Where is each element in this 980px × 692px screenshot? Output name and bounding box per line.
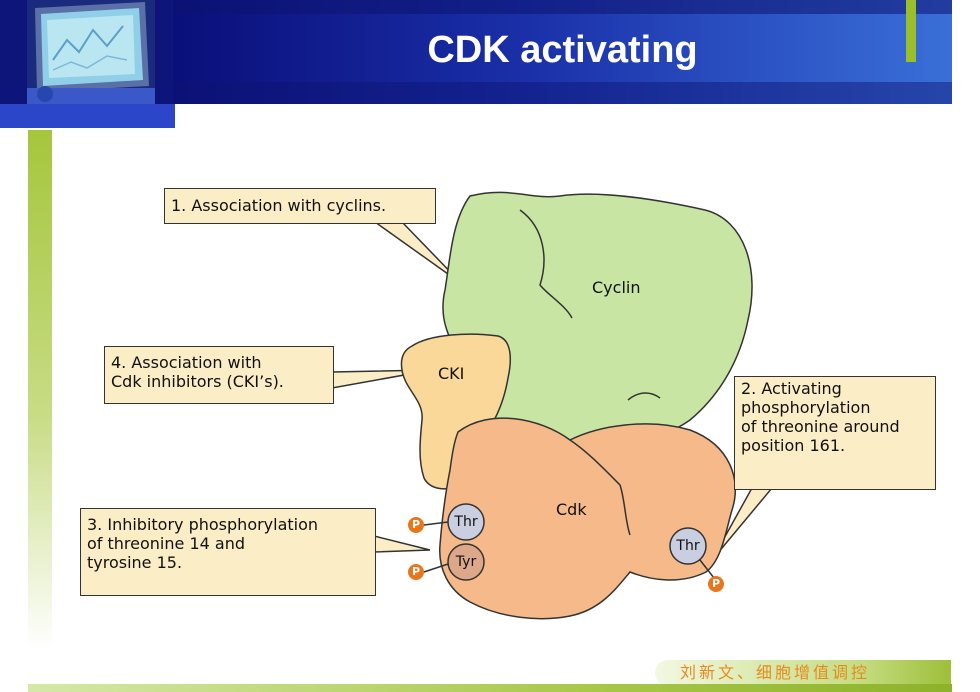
cdk-label: Cdk <box>556 500 587 519</box>
phosphate-tyr-left: P <box>408 564 424 580</box>
callout-activating-line-3: of threonine around <box>741 417 900 436</box>
computer-monitor-logo-icon <box>27 0 155 104</box>
cyclin-fold-line <box>519 209 573 319</box>
cyclin-notch <box>627 392 661 401</box>
callout-cki-line-1: 4. Association with <box>111 353 262 372</box>
pointer-inhibitory <box>373 535 431 553</box>
callout-cki-association: 4. Association with Cdk inhibitors (CKI’… <box>104 346 334 404</box>
callout-inhibitory-phosphorylation: 3. Inhibitory phosphorylation of threoni… <box>80 508 376 596</box>
cdk-shape <box>439 417 736 620</box>
callout-inhibitory-line-2: of threonine 14 and <box>87 534 245 553</box>
callout-cki-line-2: Cdk inhibitors (CKI’s). <box>111 372 284 391</box>
callout-activating-line-1: 2. Activating <box>741 379 842 398</box>
cdk-fold-line <box>569 439 631 536</box>
header-bar <box>173 0 952 104</box>
left-green-stripe <box>28 130 52 650</box>
footer-author-text: 刘新文、细胞增值调控 <box>680 663 871 682</box>
cki-label: CKI <box>438 364 465 383</box>
thr-site-right <box>669 527 707 565</box>
bond-thr-left <box>423 521 449 526</box>
callout-inhibitory-line-3: tyrosine 15. <box>87 553 183 572</box>
callout-inhibitory-line-1: 3. Inhibitory phosphorylation <box>87 515 319 534</box>
thr-site-left-label: Thr <box>454 514 478 530</box>
bond-thr-right <box>699 559 715 579</box>
callout-activating-line-2: phosphorylation <box>741 398 871 417</box>
thr-site-right-label: Thr <box>676 538 700 554</box>
tyr-site-left-label: Tyr <box>455 554 477 570</box>
phosphate-thr-left: P <box>408 517 424 533</box>
phosphate-thr-right: P <box>708 576 724 592</box>
header-band-top <box>173 0 952 14</box>
callout-activating-line-4: position 161. <box>741 436 846 455</box>
footer-tab <box>655 660 951 686</box>
tyr-site-left <box>447 543 485 581</box>
bond-tyr-left <box>423 563 449 573</box>
header-band-bottom <box>173 82 952 104</box>
callout-cyclin-association: 1. Association with cyclins. <box>164 188 436 224</box>
bottom-bar <box>28 684 952 692</box>
cyclin-label: Cyclin <box>592 278 641 297</box>
slide-title: CDK activating <box>427 29 698 71</box>
header-green-accent <box>906 0 916 62</box>
callout-activating-phosphorylation: 2. Activating phosphorylation of threoni… <box>734 376 936 490</box>
callout-cyclin-association-line-1: 1. Association with cyclins. <box>171 196 387 215</box>
